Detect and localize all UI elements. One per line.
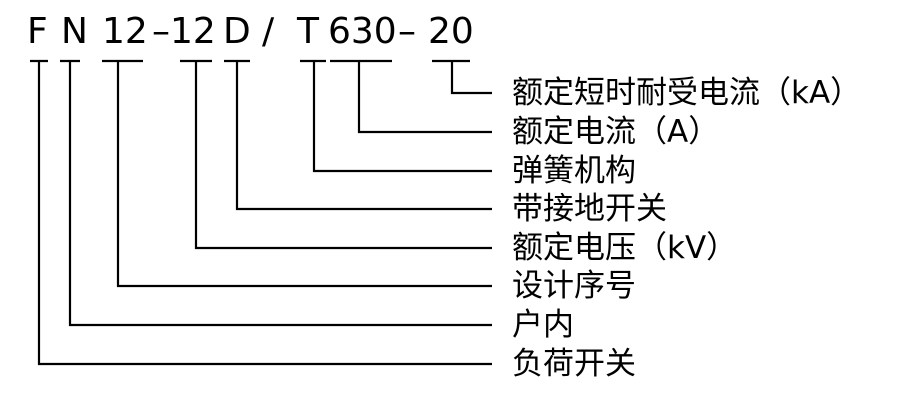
code-part-slash: / (262, 11, 275, 52)
code-part-dash: – (398, 11, 416, 52)
desc-earthing-switch: 带接地开关 (512, 191, 667, 227)
leader-short-time-current (450, 61, 492, 95)
code-part-d: D (223, 11, 251, 52)
code-part-short-time-current: 20 (428, 11, 474, 52)
leader-design-number (116, 61, 492, 288)
code-part-rated-current: 630 (328, 11, 397, 52)
leader-rated-current (357, 61, 492, 134)
leader-rated-voltage (194, 61, 492, 250)
code-part-t: T (297, 11, 319, 52)
leader-d (235, 61, 492, 211)
leader-f (37, 61, 492, 366)
leader-n (68, 61, 492, 327)
desc-short-time-current: 额定短时耐受电流（kA） (512, 75, 862, 111)
desc-rated-voltage: 额定电压（kV） (512, 230, 738, 266)
desc-design-number: 设计序号 (512, 268, 636, 304)
desc-rated-current: 额定电流（A） (512, 114, 720, 150)
code-part-n: N (61, 11, 88, 52)
leader-t (312, 61, 492, 173)
code-part-rated-voltage: –12 (152, 11, 216, 52)
desc-spring-mechanism: 弹簧机构 (512, 153, 636, 189)
code-part-design-number: 12 (102, 11, 148, 52)
desc-indoor: 户内 (512, 307, 574, 343)
code-part-f: F (27, 11, 48, 52)
desc-load-switch: 负荷开关 (512, 346, 636, 382)
